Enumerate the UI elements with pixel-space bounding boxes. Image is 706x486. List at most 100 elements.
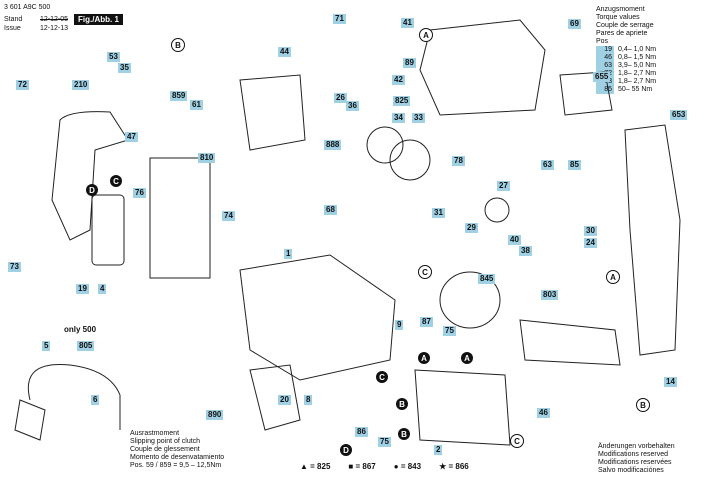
- callout-46: 46: [537, 408, 550, 418]
- callout-26: 26: [334, 93, 347, 103]
- issue-value: 12-12-13: [40, 25, 69, 32]
- part-number: 3 601 A9C 500: [4, 4, 51, 11]
- callout-655: 655: [593, 72, 611, 82]
- grip-cover: [249, 364, 301, 431]
- callout-24: 24: [584, 238, 597, 248]
- torque-table: Anzugsmoment Torque values Couple de ser…: [596, 6, 656, 94]
- callout-42: 42: [392, 75, 405, 85]
- symbol-legend: ▲ = 825 ■ = 867 ● = 843 ★ = 866: [300, 462, 469, 471]
- stand-value: 12-12-05: [40, 16, 69, 23]
- switch-unit: [91, 194, 125, 266]
- callout-69: 69: [568, 19, 581, 29]
- callout-653: 653: [670, 110, 688, 120]
- callout-888: 888: [324, 140, 342, 150]
- callout-44: 44: [278, 47, 291, 57]
- callout-71: 71: [333, 14, 346, 24]
- marker-b: B: [171, 38, 185, 52]
- callout-14: 14: [664, 377, 677, 387]
- armature: [519, 319, 621, 366]
- callout-38: 38: [519, 246, 532, 256]
- callout-40: 40: [508, 235, 521, 245]
- callout-9: 9: [395, 320, 404, 330]
- marker-b: B: [636, 398, 650, 412]
- marker-a: A: [419, 28, 433, 42]
- callout-803: 803: [541, 290, 559, 300]
- electronics-frame: [149, 157, 211, 279]
- callout-2: 2: [434, 445, 443, 455]
- callout-859: 859: [170, 91, 188, 101]
- brush-holder: [439, 271, 501, 329]
- callout-73: 73: [8, 262, 21, 272]
- legend-item: ★ = 866: [439, 462, 469, 471]
- marker-c: C: [510, 434, 524, 448]
- callout-87: 87: [420, 317, 433, 327]
- callout-33: 33: [412, 113, 425, 123]
- callout-86: 86: [355, 427, 368, 437]
- callout-61: 61: [190, 100, 203, 110]
- callout-29: 29: [465, 223, 478, 233]
- callout-4: 4: [98, 284, 107, 294]
- callout-47: 47: [125, 132, 138, 142]
- marker-c: C: [376, 371, 388, 383]
- callout-27: 27: [497, 181, 510, 191]
- callout-30: 30: [584, 226, 597, 236]
- gear-housing: [419, 19, 546, 116]
- stand-label: Stand: [4, 16, 23, 23]
- only-500-label: only 500: [64, 325, 97, 334]
- chuck: [559, 71, 613, 116]
- power-cable: [28, 363, 121, 430]
- marker-d: D: [340, 444, 352, 456]
- bearing-29: [484, 197, 510, 223]
- callout-20: 20: [278, 395, 291, 405]
- marker-a: A: [418, 352, 430, 364]
- callout-210: 210: [72, 80, 90, 90]
- side-handle: [624, 124, 681, 356]
- callout-825: 825: [393, 96, 411, 106]
- callout-5: 5: [42, 341, 51, 351]
- callout-845: 845: [478, 274, 496, 284]
- callout-89: 89: [403, 58, 416, 68]
- callout-1: 1: [284, 249, 293, 259]
- callout-75b: 75: [378, 437, 391, 447]
- callout-19: 19: [76, 284, 89, 294]
- gear-33: [389, 139, 431, 181]
- figure-label: Fig./Abb. 1: [74, 14, 123, 25]
- marker-a: A: [461, 352, 473, 364]
- callout-68: 68: [324, 205, 337, 215]
- callout-63: 63: [541, 160, 554, 170]
- clutch-note: Ausrastmoment Slipping point of clutch C…: [130, 430, 225, 469]
- callout-76: 76: [133, 188, 146, 198]
- motor-housing: [239, 254, 396, 381]
- callout-36: 36: [346, 101, 359, 111]
- marker-a: A: [606, 270, 620, 284]
- torque-title-3: Couple de serrage: [596, 22, 654, 29]
- legend-item: ■ = 867: [348, 462, 376, 471]
- legend-item: ▲ = 825: [300, 462, 331, 471]
- torque-title-2: Torque values: [596, 14, 640, 21]
- callout-35: 35: [118, 63, 131, 73]
- callout-810: 810: [198, 153, 216, 163]
- gear-34: [366, 126, 404, 164]
- torque-title-1: Anzugsmoment: [596, 6, 645, 13]
- change-note: Änderungen vorbehalten Modifications res…: [598, 443, 675, 474]
- issue-label: Issue: [4, 25, 21, 32]
- torque-pos-label: Pos: [596, 38, 609, 45]
- callout-85: 85: [568, 160, 581, 170]
- marker-c: C: [418, 265, 432, 279]
- marker-b: B: [396, 398, 408, 410]
- legend-item: ● = 843: [393, 462, 422, 471]
- handle-housing: [51, 111, 129, 241]
- callout-34: 34: [392, 113, 405, 123]
- callout-8: 8: [304, 395, 313, 405]
- field-coil: [414, 369, 511, 446]
- marker-d: D: [86, 184, 98, 196]
- torque-title-4: Pares de apriete: [596, 30, 648, 37]
- callout-75: 75: [443, 326, 456, 336]
- callout-53: 53: [107, 52, 120, 62]
- callout-41: 41: [401, 18, 414, 28]
- plug: [14, 399, 46, 441]
- callout-6: 6: [91, 395, 100, 405]
